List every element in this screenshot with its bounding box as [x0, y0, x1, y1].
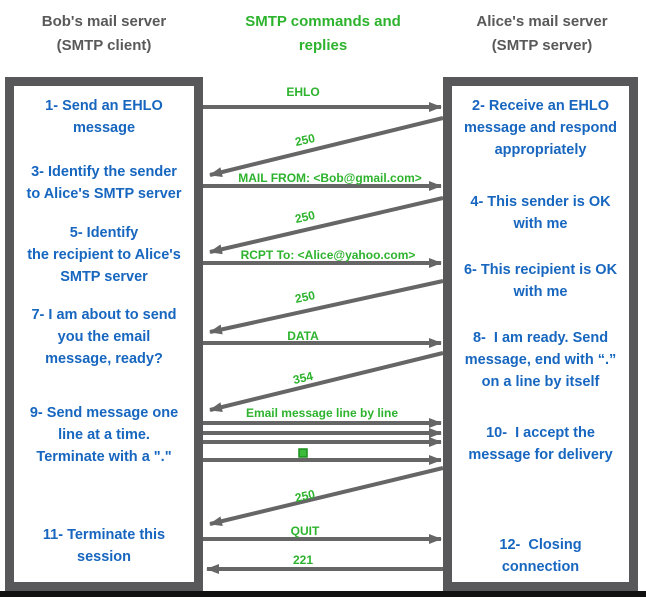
server-header: Alice's mail server (SMTP server) — [476, 13, 608, 54]
message-label: 250 — [294, 487, 317, 505]
message-arrow — [209, 196, 444, 255]
client-step: 9- Send message one line at a time. Term… — [29, 405, 179, 465]
client-step: 3- Identify the sender to Alice's SMTP s… — [26, 164, 182, 202]
message-arrow — [209, 351, 444, 413]
message-arrow — [209, 466, 444, 527]
message-label: 250 — [294, 208, 317, 226]
server-step: 8- I am ready. Send message, end with “.… — [464, 330, 617, 390]
message-label: 250 — [294, 288, 317, 306]
client-step: 11- Terminate this session — [42, 527, 166, 565]
message-label: Email message line by line — [246, 406, 398, 420]
client-steps: 1- Send an EHLO message 3- Identify the s… — [14, 86, 194, 582]
message-label: MAIL FROM: <Bob@gmail.com> — [238, 171, 422, 185]
terminating-dot — [298, 448, 308, 458]
client-box: 1- Send an EHLO message 3- Identify the s… — [5, 77, 203, 591]
server-step: 4- This sender is OK with me — [470, 194, 611, 232]
message-arrow — [209, 116, 444, 178]
client-header: Bob's mail server (SMTP client) — [41, 13, 167, 54]
message-label: QUIT — [291, 524, 320, 538]
server-step: 2- Receive an EHLO message and respond a… — [463, 98, 618, 158]
server-box: 2- Receive an EHLO message and respond a… — [443, 77, 638, 591]
server-step: 12- Closing connection — [499, 537, 582, 575]
bottom-border — [0, 591, 646, 597]
message-label: 221 — [293, 553, 313, 567]
message-label: RCPT To: <Alice@yahoo.com> — [241, 248, 416, 262]
server-step: 10- I accept the message for delivery — [468, 425, 613, 463]
client-step: 1- Send an EHLO message — [45, 98, 163, 136]
client-step: 7- I am about to send you the email mess… — [31, 307, 177, 367]
server-step: 6- This recipient is OK with me — [463, 262, 618, 300]
message-label: 250 — [294, 131, 317, 149]
client-step: 5- Identify the recipient to Alice's SMT… — [27, 225, 181, 285]
exchange-header: SMTP commands and replies — [245, 13, 401, 54]
message-arrow — [209, 279, 444, 335]
message-label: 354 — [292, 369, 315, 387]
message-label: EHLO — [286, 85, 319, 99]
message-label: DATA — [287, 329, 319, 343]
server-steps: 2- Receive an EHLO message and respond a… — [452, 86, 629, 582]
